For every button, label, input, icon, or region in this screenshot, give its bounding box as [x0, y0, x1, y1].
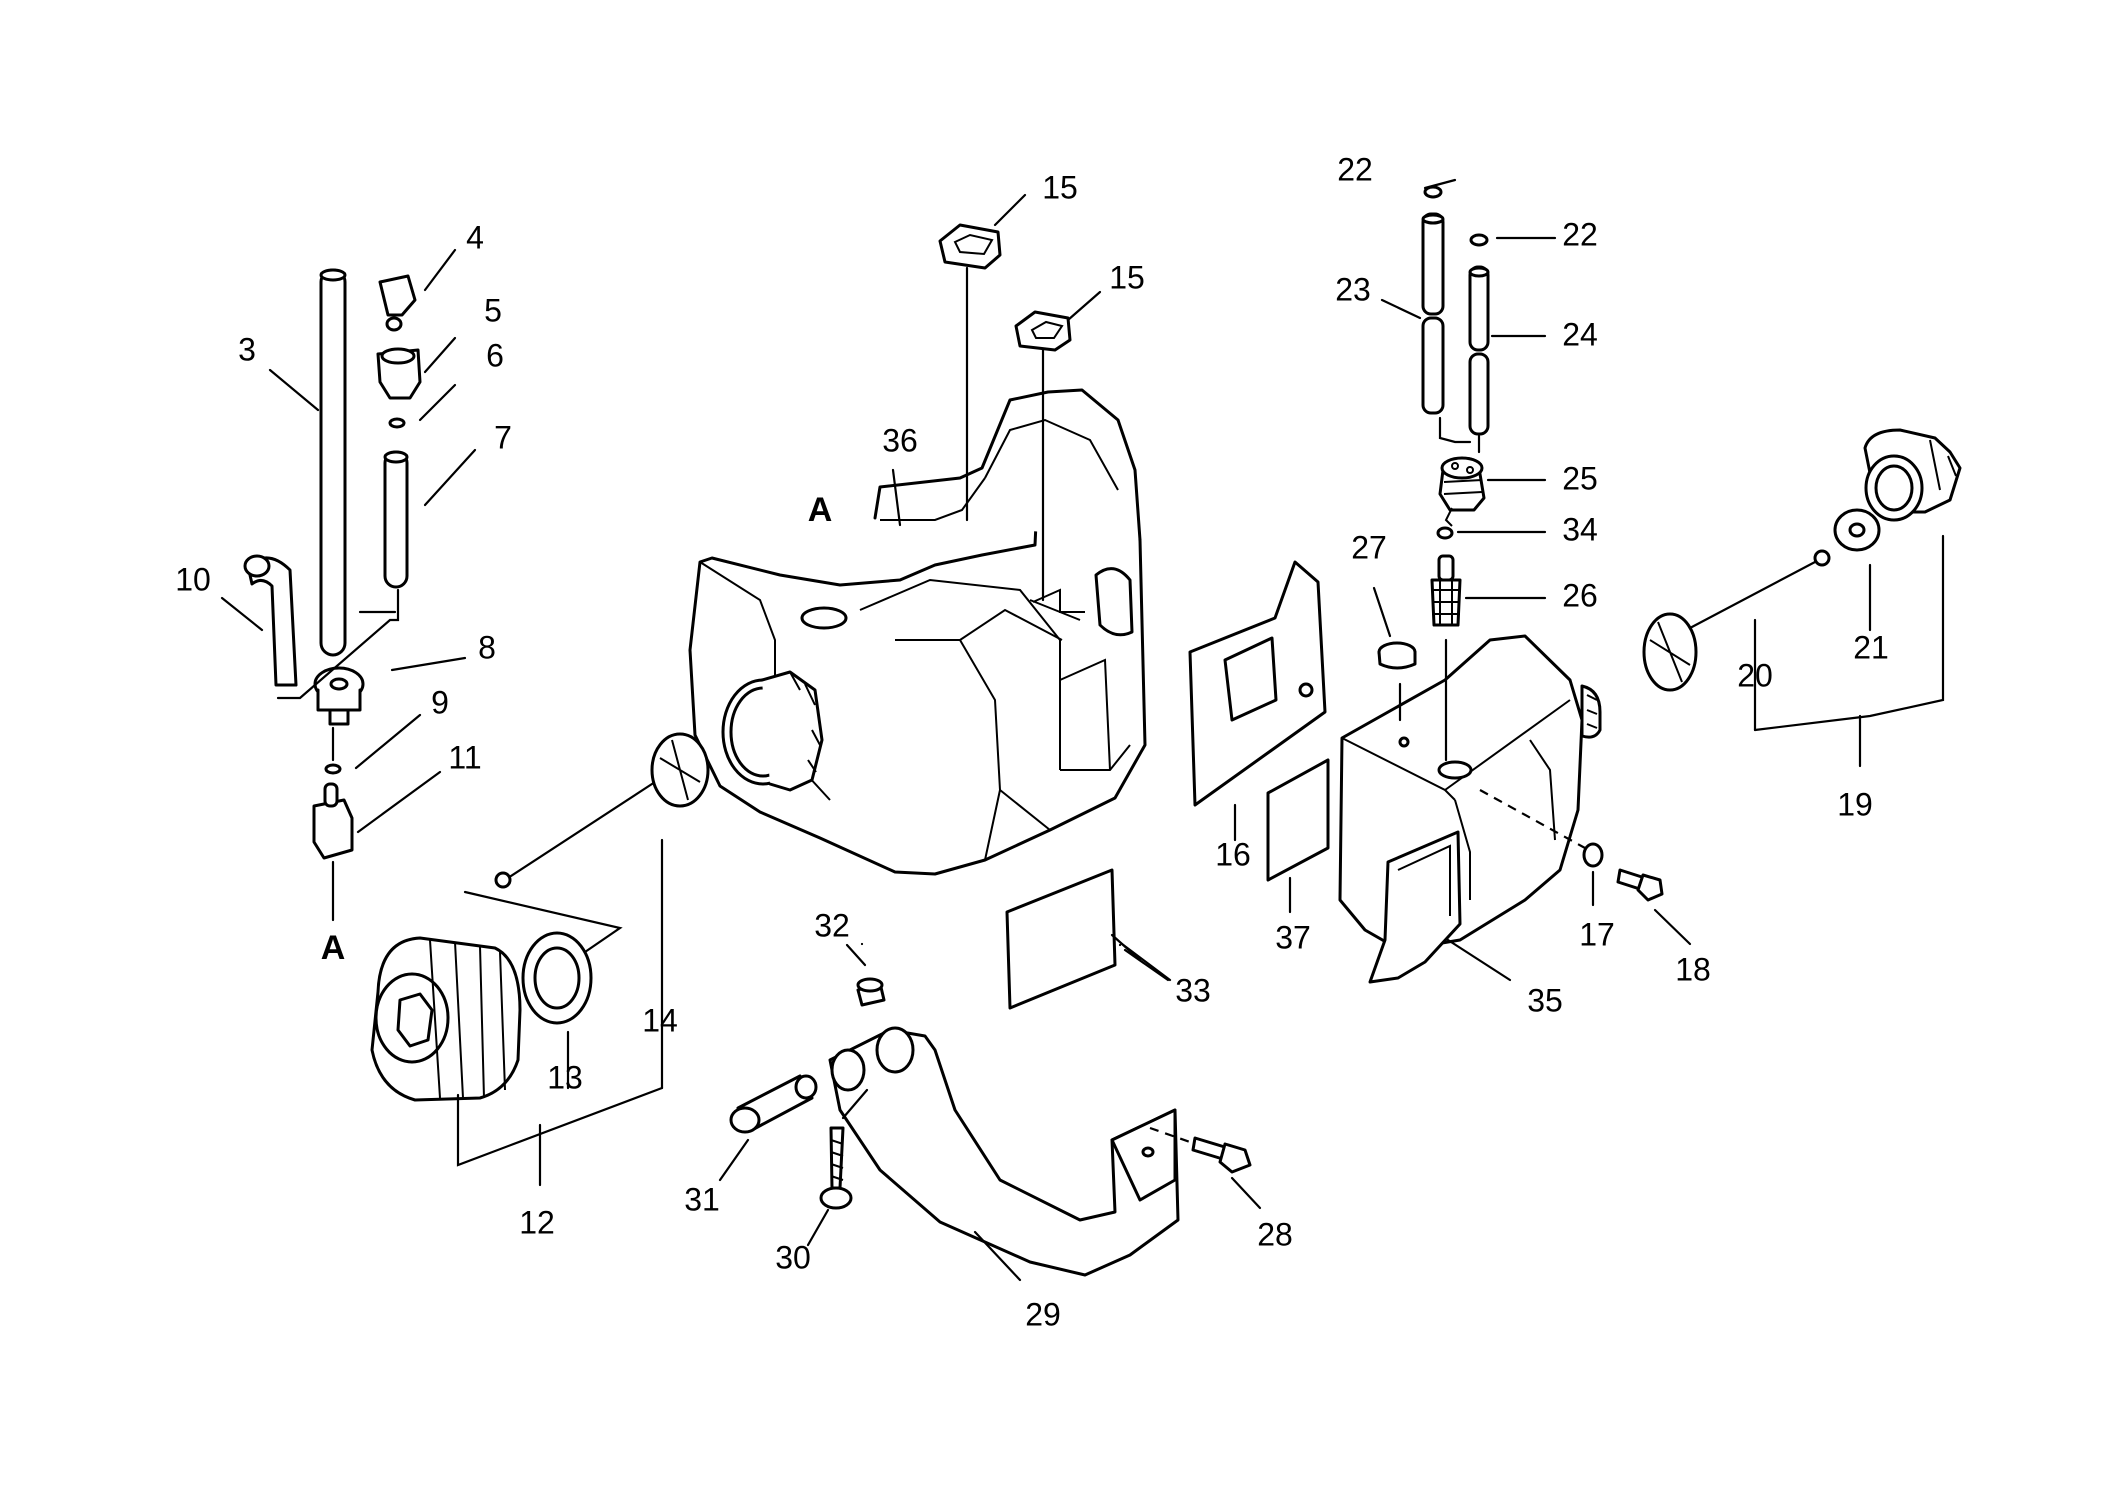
grommet-part — [376, 347, 422, 400]
callout-22-right: 22 — [1562, 216, 1598, 252]
callout-24: 24 — [1562, 316, 1598, 352]
callout-37: 37 — [1275, 919, 1311, 955]
tank-filler-neck-part — [721, 670, 824, 792]
fuel-tube-part-23 — [1421, 212, 1445, 415]
tank-mounting-bracket-part — [828, 1026, 1180, 1277]
callout-27: 27 — [1351, 529, 1387, 565]
fuel-filter-part-26 — [1430, 554, 1462, 627]
callout-34: 34 — [1562, 511, 1598, 547]
callout-35: 35 — [1527, 982, 1563, 1018]
callout-8: 8 — [478, 629, 496, 665]
main-fuel-tank-part — [688, 388, 1147, 876]
callout-33: 33 — [1175, 972, 1211, 1008]
plug-cap-part-27 — [1377, 641, 1417, 670]
inline-connector-part — [312, 782, 354, 860]
tank-gasket-part — [1188, 560, 1327, 807]
callout-19: 19 — [1837, 786, 1873, 822]
callout-15-side: 15 — [1109, 259, 1145, 295]
long-fuel-tube-part — [319, 268, 347, 657]
callout-12: 12 — [519, 1204, 555, 1240]
cap-gasket-part — [521, 931, 593, 1025]
fuel-cap-part-19 — [1863, 428, 1962, 522]
callout-7: 7 — [494, 419, 512, 455]
decal-label-part-37 — [1266, 758, 1330, 882]
washer-part-17 — [1582, 842, 1604, 868]
o-ring-part-22b — [1469, 233, 1489, 247]
cap-retainer-strap-part — [494, 732, 710, 889]
callout-30: 30 — [775, 1239, 811, 1275]
short-fuel-tube-part — [383, 450, 409, 589]
tank-heat-shield-part — [1368, 830, 1462, 984]
callout-28: 28 — [1257, 1216, 1293, 1252]
callout-17: 17 — [1579, 916, 1615, 952]
callout-13: 13 — [547, 1059, 583, 1095]
callout-36: 36 — [882, 422, 918, 458]
o-ring-part-22a — [1423, 185, 1443, 199]
callout-29: 29 — [1025, 1296, 1061, 1332]
tank-fitting-part — [313, 666, 365, 726]
callout-32: 32 — [814, 907, 850, 943]
callout-15-top: 15 — [1042, 169, 1078, 205]
callout-9: 9 — [431, 684, 449, 720]
callout-4: 4 — [466, 219, 484, 255]
callout-26: 26 — [1562, 577, 1598, 613]
callout-21: 21 — [1853, 629, 1889, 665]
small-o-ring-part-34 — [1436, 526, 1454, 540]
secondary-fuel-tank-part — [1338, 634, 1602, 984]
fuel-tube-part-24 — [1468, 265, 1490, 436]
callout-16: 16 — [1215, 836, 1251, 872]
bent-return-hose-part — [243, 554, 298, 687]
callout-11: 11 — [448, 739, 481, 775]
cap-gasket-part-21 — [1833, 508, 1881, 552]
reference-marker-a-tank: A — [808, 491, 833, 529]
callout-10: 10 — [175, 561, 211, 597]
callout-25: 25 — [1562, 460, 1598, 496]
callout-23: 23 — [1335, 271, 1371, 307]
callout-5: 5 — [484, 292, 502, 328]
callout-14: 14 — [642, 1002, 678, 1038]
small-ring-part — [388, 417, 406, 429]
callout-18: 18 — [1675, 951, 1711, 987]
cap-retainer-strap-part-20 — [1642, 549, 1831, 692]
small-gasket-part — [324, 763, 342, 775]
callout-3: 3 — [238, 331, 256, 367]
callout-22-top: 22 — [1337, 151, 1373, 187]
callout-6: 6 — [486, 337, 504, 373]
bolt-part-28 — [1191, 1136, 1252, 1174]
callout-31: 31 — [684, 1181, 720, 1217]
rubber-isolator-part-top — [938, 223, 1002, 270]
nut-part — [856, 977, 886, 1007]
fuel-filter-cap-part — [378, 274, 417, 332]
callout-20: 20 — [1737, 657, 1773, 693]
callout-labels: 3 4 5 6 7 8 9 10 11 12 13 14 15 15 16 17… — [175, 151, 1889, 1332]
rubber-isolator-part-side — [1014, 310, 1072, 352]
leader-lines — [220, 178, 1945, 1282]
screw-part-30 — [819, 1126, 853, 1210]
fuel-cap-part — [370, 936, 522, 1102]
decal-label-part-33 — [1005, 868, 1117, 1010]
spacer-collar-part — [729, 1074, 818, 1134]
tank-grommet-part-25 — [1438, 456, 1486, 512]
bolt-part-18 — [1616, 868, 1664, 902]
reference-marker-a-bottom: A — [321, 929, 346, 967]
